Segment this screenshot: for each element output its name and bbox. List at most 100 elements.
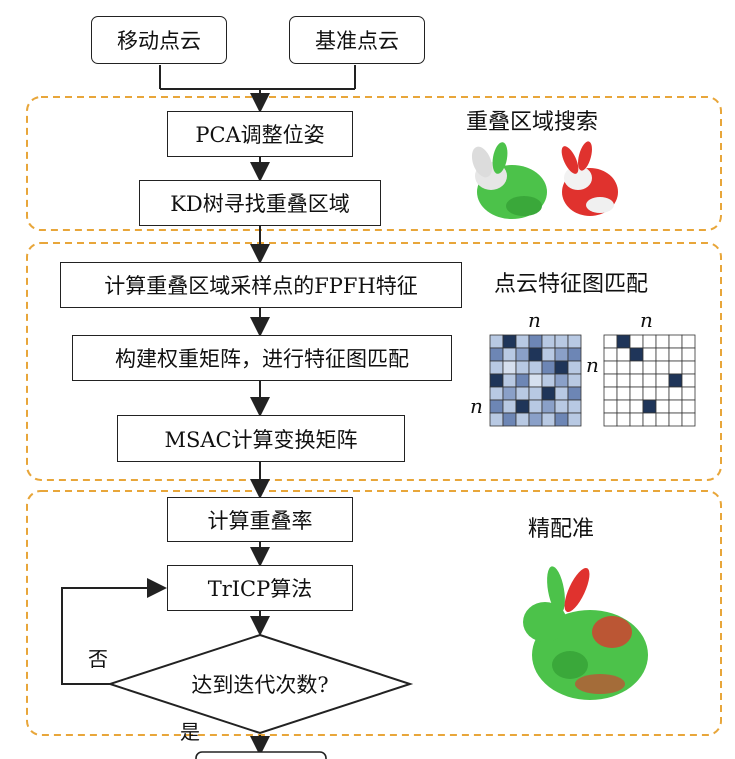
matrix-cell: [603, 412, 618, 427]
matrix-cell: [603, 373, 618, 388]
matrix-cell: [489, 373, 504, 388]
matrix-cell: [567, 334, 582, 349]
matrix-cell: [603, 399, 618, 414]
bunny-green-illustration: [471, 142, 547, 219]
matrix-cell: [528, 399, 543, 414]
matrix-cell: [642, 373, 657, 388]
matrix-cell: [668, 360, 683, 375]
matrix-cell: [642, 347, 657, 362]
matrix-cell: [629, 412, 644, 427]
matrix-cell: [603, 334, 618, 349]
matrix-cell: [655, 399, 670, 414]
weight-matrix-illustration: [489, 334, 582, 427]
decision-diamond: [106, 633, 414, 735]
kd-tree-label: KD树寻找重叠区域: [170, 192, 350, 216]
matrix-cell: [489, 386, 504, 401]
pca-pose-label: PCA调整位姿: [195, 123, 325, 147]
input-merge-connector: [159, 65, 356, 113]
matrix-cell: [642, 360, 657, 375]
matrix-cell: [616, 412, 631, 427]
matrix-cell: [616, 399, 631, 414]
matrix-cell: [655, 360, 670, 375]
matrix-cell: [668, 412, 683, 427]
matrix-cell: [502, 399, 517, 414]
matrix-cell: [528, 334, 543, 349]
next-step-box-partial: [195, 751, 327, 759]
decision-label: 达到迭代次数?: [191, 673, 329, 697]
matrix-left-side-n: n: [470, 394, 483, 418]
matrix-cell: [541, 373, 556, 388]
section-fine-registration-title: 精配准: [528, 517, 595, 542]
matrix-cell: [489, 360, 504, 375]
matrix-cell: [515, 399, 530, 414]
matrix-cell: [515, 412, 530, 427]
matrix-cell: [681, 360, 696, 375]
matrix-cell: [502, 373, 517, 388]
reference-cloud-box: 基准点云: [289, 16, 425, 64]
msac-label: MSAC计算变换矩阵: [164, 427, 358, 452]
correspondence-matrix-illustration: [603, 334, 696, 427]
matrix-cell: [616, 373, 631, 388]
matrix-cell: [541, 334, 556, 349]
matrix-cell: [681, 412, 696, 427]
matrix-cell: [668, 386, 683, 401]
matrix-cell: [489, 412, 504, 427]
matrix-cell: [554, 373, 569, 388]
matrix-cell: [567, 373, 582, 388]
section-fine-registration-region: [26, 490, 722, 736]
matrix-cell: [616, 347, 631, 362]
matrix-cell: [515, 347, 530, 362]
matrix-cell: [655, 412, 670, 427]
matrix-cell: [528, 347, 543, 362]
matrix-cell: [642, 386, 657, 401]
matrix-cell: [616, 360, 631, 375]
matrix-cell: [515, 360, 530, 375]
loop-back-no-connector: [61, 578, 167, 685]
weight-matrix-label: 构建权重矩阵，进行特征图匹配: [115, 347, 409, 371]
matrix-cell: [655, 347, 670, 362]
matrix-cell: [681, 347, 696, 362]
matrix-cell: [567, 386, 582, 401]
registered-bunny-illustration: [523, 566, 648, 700]
matrix-cell: [629, 399, 644, 414]
matrix-cell: [528, 373, 543, 388]
matrix-cell: [502, 412, 517, 427]
matrix-cell: [642, 412, 657, 427]
matrix-cell: [567, 347, 582, 362]
matrix-cell: [655, 386, 670, 401]
matrix-cell: [629, 334, 644, 349]
matrix-cell: [515, 334, 530, 349]
matrix-cell: [489, 334, 504, 349]
overlap-rate-label: 计算重叠率: [207, 508, 313, 533]
matrix-cell: [502, 386, 517, 401]
matrix-cell: [629, 347, 644, 362]
matrix-cell: [489, 347, 504, 362]
matrix-cell: [489, 399, 504, 414]
matrix-cell: [554, 412, 569, 427]
matrix-cell: [567, 399, 582, 414]
matrix-cell: [681, 334, 696, 349]
matrix-cell: [681, 399, 696, 414]
matrix-cell: [554, 347, 569, 362]
matrix-cell: [502, 347, 517, 362]
matrix-cell: [616, 334, 631, 349]
matrix-cell: [515, 386, 530, 401]
no-branch-label: 否: [88, 647, 108, 671]
matrix-right-top-n: n: [640, 308, 653, 332]
matrix-cell: [655, 334, 670, 349]
matrix-cell: [528, 360, 543, 375]
matrix-cell: [541, 360, 556, 375]
overlap-rate-box: 计算重叠率: [167, 497, 353, 542]
matrix-cell: [642, 399, 657, 414]
yes-branch-label: 是: [180, 720, 200, 744]
matrix-cell: [541, 386, 556, 401]
matrix-cell: [528, 412, 543, 427]
matrix-cell: [668, 334, 683, 349]
moving-cloud-label: 移动点云: [117, 29, 201, 53]
section-overlap-search-title: 重叠区域搜索: [466, 110, 599, 135]
reference-cloud-label: 基准点云: [315, 29, 399, 53]
matrix-cell: [515, 373, 530, 388]
matrix-cell: [603, 386, 618, 401]
matrix-left-top-n: n: [528, 308, 541, 332]
